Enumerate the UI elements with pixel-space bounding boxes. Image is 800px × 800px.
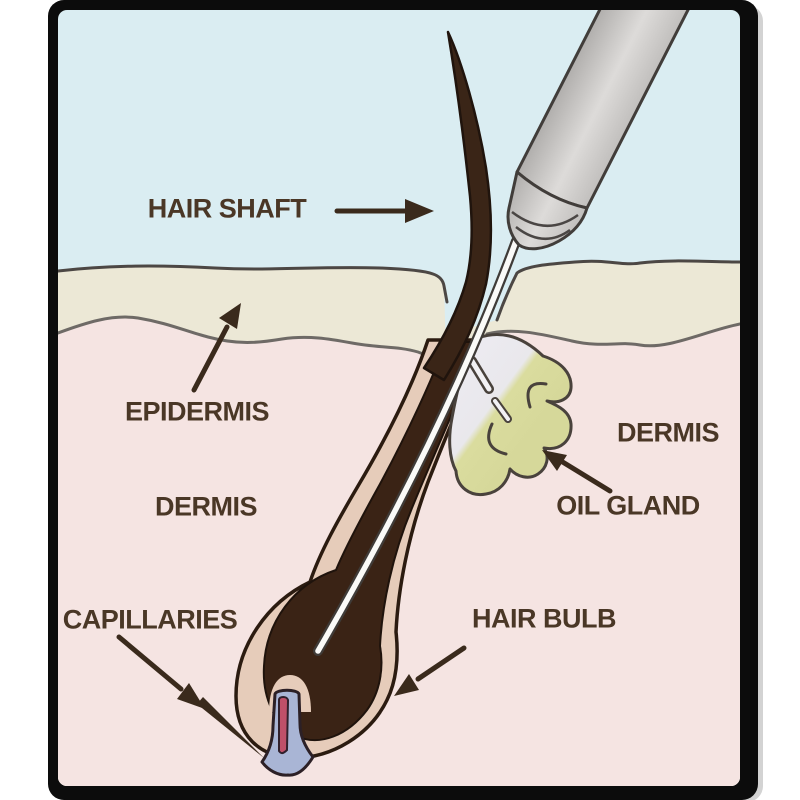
capillaries-arrow (116, 634, 264, 758)
epidermis-arrow (191, 303, 241, 393)
capillary-vessel (278, 696, 290, 755)
oil-gland-graphic (448, 333, 573, 497)
oil-gland-duct-highlight (493, 399, 510, 421)
handle-collet (506, 170, 589, 251)
dermis-right-label: DERMIS (616, 417, 720, 448)
capillaries-label: CAPILLARIES (62, 604, 238, 635)
scene (58, 10, 740, 786)
oil-gland-cleft (487, 422, 508, 456)
skin-surface-line-right (495, 259, 740, 322)
annotation-arrows (116, 199, 613, 758)
oil-gland-duct-highlight (469, 358, 492, 392)
oil-gland-cleft (526, 381, 548, 409)
handle-collet-ridge (511, 211, 579, 228)
hair-shaft-graphic (422, 30, 493, 382)
hair-shaft-arrow (334, 199, 434, 223)
needle (315, 238, 519, 654)
electrolysis-handle (506, 10, 692, 251)
epidermis-label: EPIDERMIS (124, 396, 270, 427)
epidermis-dermis-boundary-right (485, 322, 740, 348)
oil-gland-arrow (542, 450, 613, 494)
hair-bulb-arrow (394, 645, 467, 696)
hair-shaft-label: HAIR SHAFT (147, 193, 307, 224)
capillaries-graphic (260, 688, 315, 777)
epidermis-dermis-boundary-left (58, 315, 433, 359)
dermis-left-label: DERMIS (154, 491, 258, 522)
oil-gland-label: OIL GLAND (556, 490, 700, 521)
skin-surface-line-left (58, 264, 449, 304)
handle-collet-ridge (515, 226, 571, 240)
hair-bulb-label: HAIR BULB (472, 603, 617, 634)
